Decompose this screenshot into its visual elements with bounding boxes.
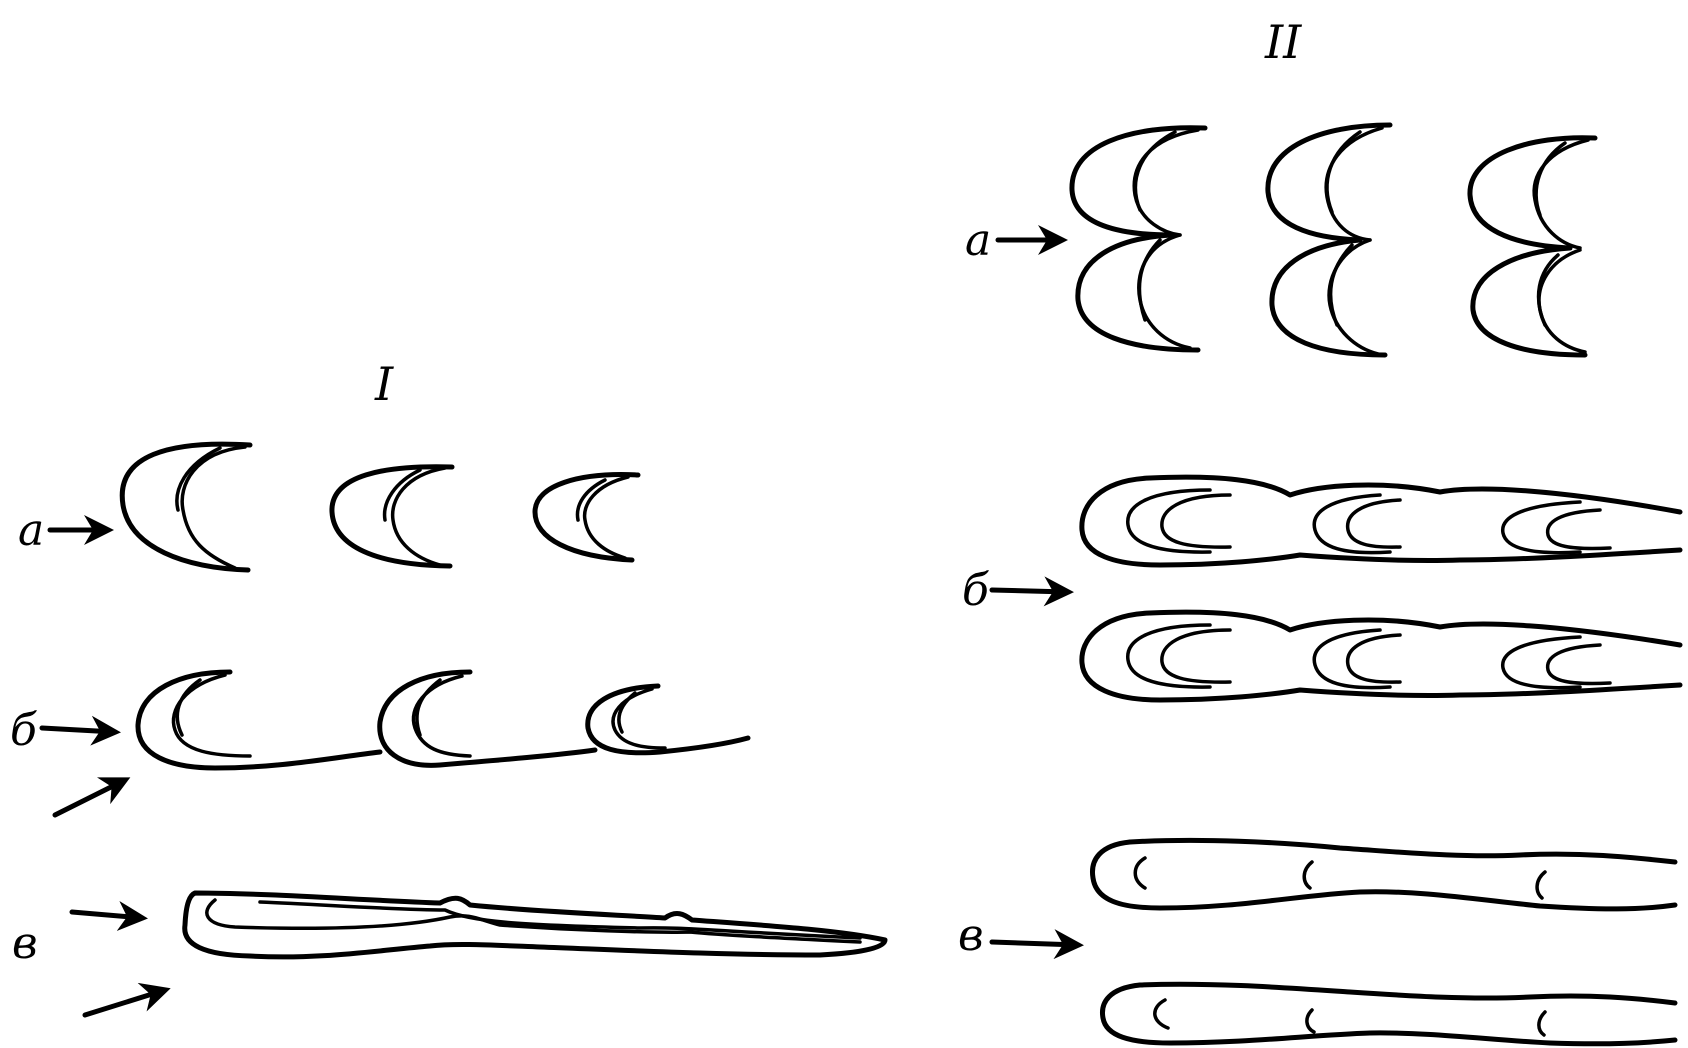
flow-arrow bbox=[42, 728, 115, 732]
panel-2-row-c-label: в bbox=[958, 910, 984, 961]
panel-2-row-c: в bbox=[958, 840, 1675, 1043]
panel-1-row-b-label: б bbox=[10, 705, 37, 756]
panel-2-row-b: б bbox=[962, 477, 1680, 700]
crescent-ripple bbox=[122, 444, 250, 570]
panel-1-row-a: а bbox=[18, 444, 638, 570]
flow-arrow bbox=[85, 990, 165, 1015]
elongated-streak bbox=[185, 893, 885, 957]
crescent-pair bbox=[1268, 125, 1390, 355]
crescent-pair bbox=[1072, 128, 1205, 350]
panel-2-title: II bbox=[1264, 15, 1302, 69]
panel-2-row-b-label: б bbox=[962, 565, 989, 616]
linked-ripple-chain bbox=[138, 672, 748, 768]
panel-2: II а bbox=[958, 15, 1680, 1044]
crescent-pair bbox=[1470, 138, 1595, 355]
long-streak bbox=[1092, 840, 1675, 908]
loop-chain bbox=[1082, 612, 1680, 700]
flow-arrow bbox=[992, 590, 1068, 592]
crescent-ripple bbox=[332, 467, 452, 566]
panel-1-row-a-label: а bbox=[18, 505, 44, 556]
panel-1-title: I bbox=[374, 357, 394, 411]
panel-2-row-a: а bbox=[965, 125, 1595, 355]
flow-arrow bbox=[992, 942, 1078, 945]
long-streak bbox=[1102, 984, 1675, 1044]
flow-arrow bbox=[55, 780, 125, 815]
panel-1-row-c-label: в bbox=[12, 918, 38, 969]
panel-2-row-a-label: а bbox=[965, 215, 991, 266]
flow-arrow bbox=[72, 912, 142, 918]
crescent-ripple bbox=[535, 475, 638, 560]
panel-1: I а б bbox=[10, 357, 885, 1015]
loop-chain bbox=[1082, 477, 1680, 565]
panel-1-row-b: б bbox=[10, 672, 748, 815]
panel-1-row-c: в bbox=[12, 893, 885, 1015]
